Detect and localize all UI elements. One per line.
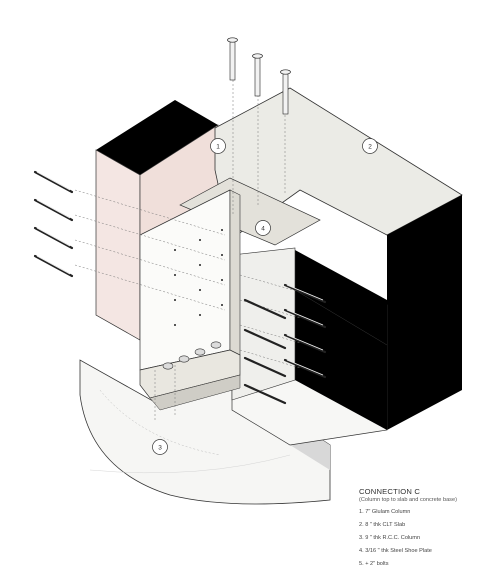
svg-text:4: 4	[261, 226, 265, 233]
steel-shoe-plate	[139, 177, 321, 411]
legend-item: 5. + 2" bolts	[359, 561, 389, 565]
right-screws	[243, 283, 327, 405]
svg-text:1: 1	[216, 144, 220, 151]
screw-icon	[33, 198, 74, 222]
svg-text:3: 3	[158, 445, 162, 452]
callout-3: 3	[152, 439, 168, 455]
screw-icon	[33, 226, 74, 250]
callout-2: 2	[362, 138, 378, 154]
screw-icon	[280, 69, 291, 115]
legend-item: 1. 7" Glulam Column	[359, 509, 411, 515]
svg-text:2: 2	[368, 144, 372, 151]
legend-item: 4. 3/16 " thk Steel Shoe Plate	[359, 548, 432, 554]
screw-icon	[243, 298, 287, 320]
screw-icon	[243, 356, 287, 378]
screw-icon	[252, 53, 263, 97]
callout-1: 1	[210, 138, 226, 154]
rcc-column-base	[79, 359, 331, 505]
screw-icon	[33, 254, 74, 278]
callout-4: 4	[255, 220, 271, 236]
clt-slab	[214, 87, 463, 446]
screw-icon	[33, 170, 74, 194]
legend: CONNECTION C (Column top to slab and con…	[359, 487, 495, 572]
left-screws	[33, 170, 74, 278]
base-bolts	[162, 341, 222, 370]
screw-icon	[283, 283, 327, 304]
screw-icon	[243, 328, 287, 350]
screw-icon	[283, 308, 327, 329]
legend-subtitle: (Column top to slab and concrete base)	[359, 497, 457, 503]
screw-icon	[243, 383, 287, 405]
legend-item: 3. 9 " thk R.C.C. Column	[359, 535, 421, 541]
legend-title: CONNECTION C	[359, 487, 421, 496]
screw-icon	[283, 358, 327, 379]
legend-item: 2. 8 " thk CLT Slab	[359, 522, 406, 528]
screw-icon	[227, 37, 238, 81]
vertical-screws	[227, 37, 291, 115]
screw-icon	[283, 333, 327, 354]
